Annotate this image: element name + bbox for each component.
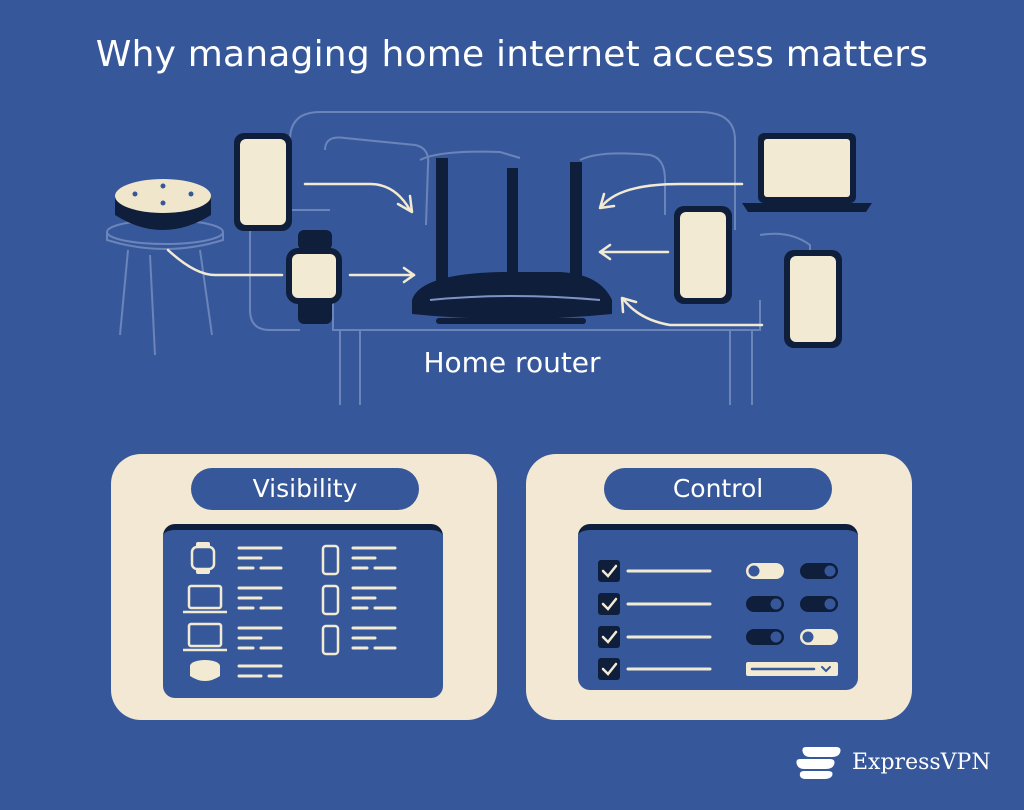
smart-speaker-icon: [190, 660, 220, 681]
page-title: Why managing home internet access matter…: [95, 34, 929, 75]
checkbox[interactable]: [598, 626, 620, 648]
toggle-switch[interactable]: [746, 563, 784, 579]
brand-logo: ExpressVPN: [796, 744, 991, 780]
phone-icon: [321, 624, 340, 656]
visibility-card: Visibility: [111, 454, 497, 720]
smart-speaker-icon: [115, 179, 211, 230]
connection-arrows: [166, 182, 764, 327]
visibility-device-list: [163, 524, 443, 698]
watch-icon: [286, 230, 342, 324]
laptop-icon: [183, 622, 227, 652]
visibility-label: Visibility: [191, 468, 419, 510]
control-card: Control: [526, 454, 912, 720]
router-label: Home router: [423, 346, 601, 379]
checkbox[interactable]: [598, 560, 620, 582]
phone-icon: [784, 250, 842, 348]
chevron-down-icon: [821, 666, 831, 673]
dropdown-select[interactable]: [746, 662, 838, 676]
watch-icon: [190, 542, 216, 574]
toggle-switch[interactable]: [800, 629, 838, 645]
checkbox[interactable]: [598, 658, 620, 680]
toggle-switch[interactable]: [800, 563, 838, 579]
checkbox[interactable]: [598, 593, 620, 615]
side-table: [106, 219, 224, 356]
phone-icon: [321, 584, 340, 616]
toggle-switch[interactable]: [746, 629, 784, 645]
laptop-icon: [183, 584, 227, 614]
laptop-icon: [742, 133, 872, 212]
toggle-switch[interactable]: [746, 596, 784, 612]
phone-icon: [234, 133, 292, 231]
brand-name: ExpressVPN: [852, 749, 991, 775]
phone-icon: [321, 544, 340, 576]
router-icon: [412, 158, 612, 324]
phone-icon: [674, 206, 732, 304]
device-text-lines: [237, 546, 283, 678]
device-text-lines: [351, 546, 397, 650]
control-settings-panel: [578, 524, 858, 690]
control-label: Control: [604, 468, 832, 510]
toggle-switch[interactable]: [800, 596, 838, 612]
expressvpn-logo-icon: [796, 747, 841, 779]
